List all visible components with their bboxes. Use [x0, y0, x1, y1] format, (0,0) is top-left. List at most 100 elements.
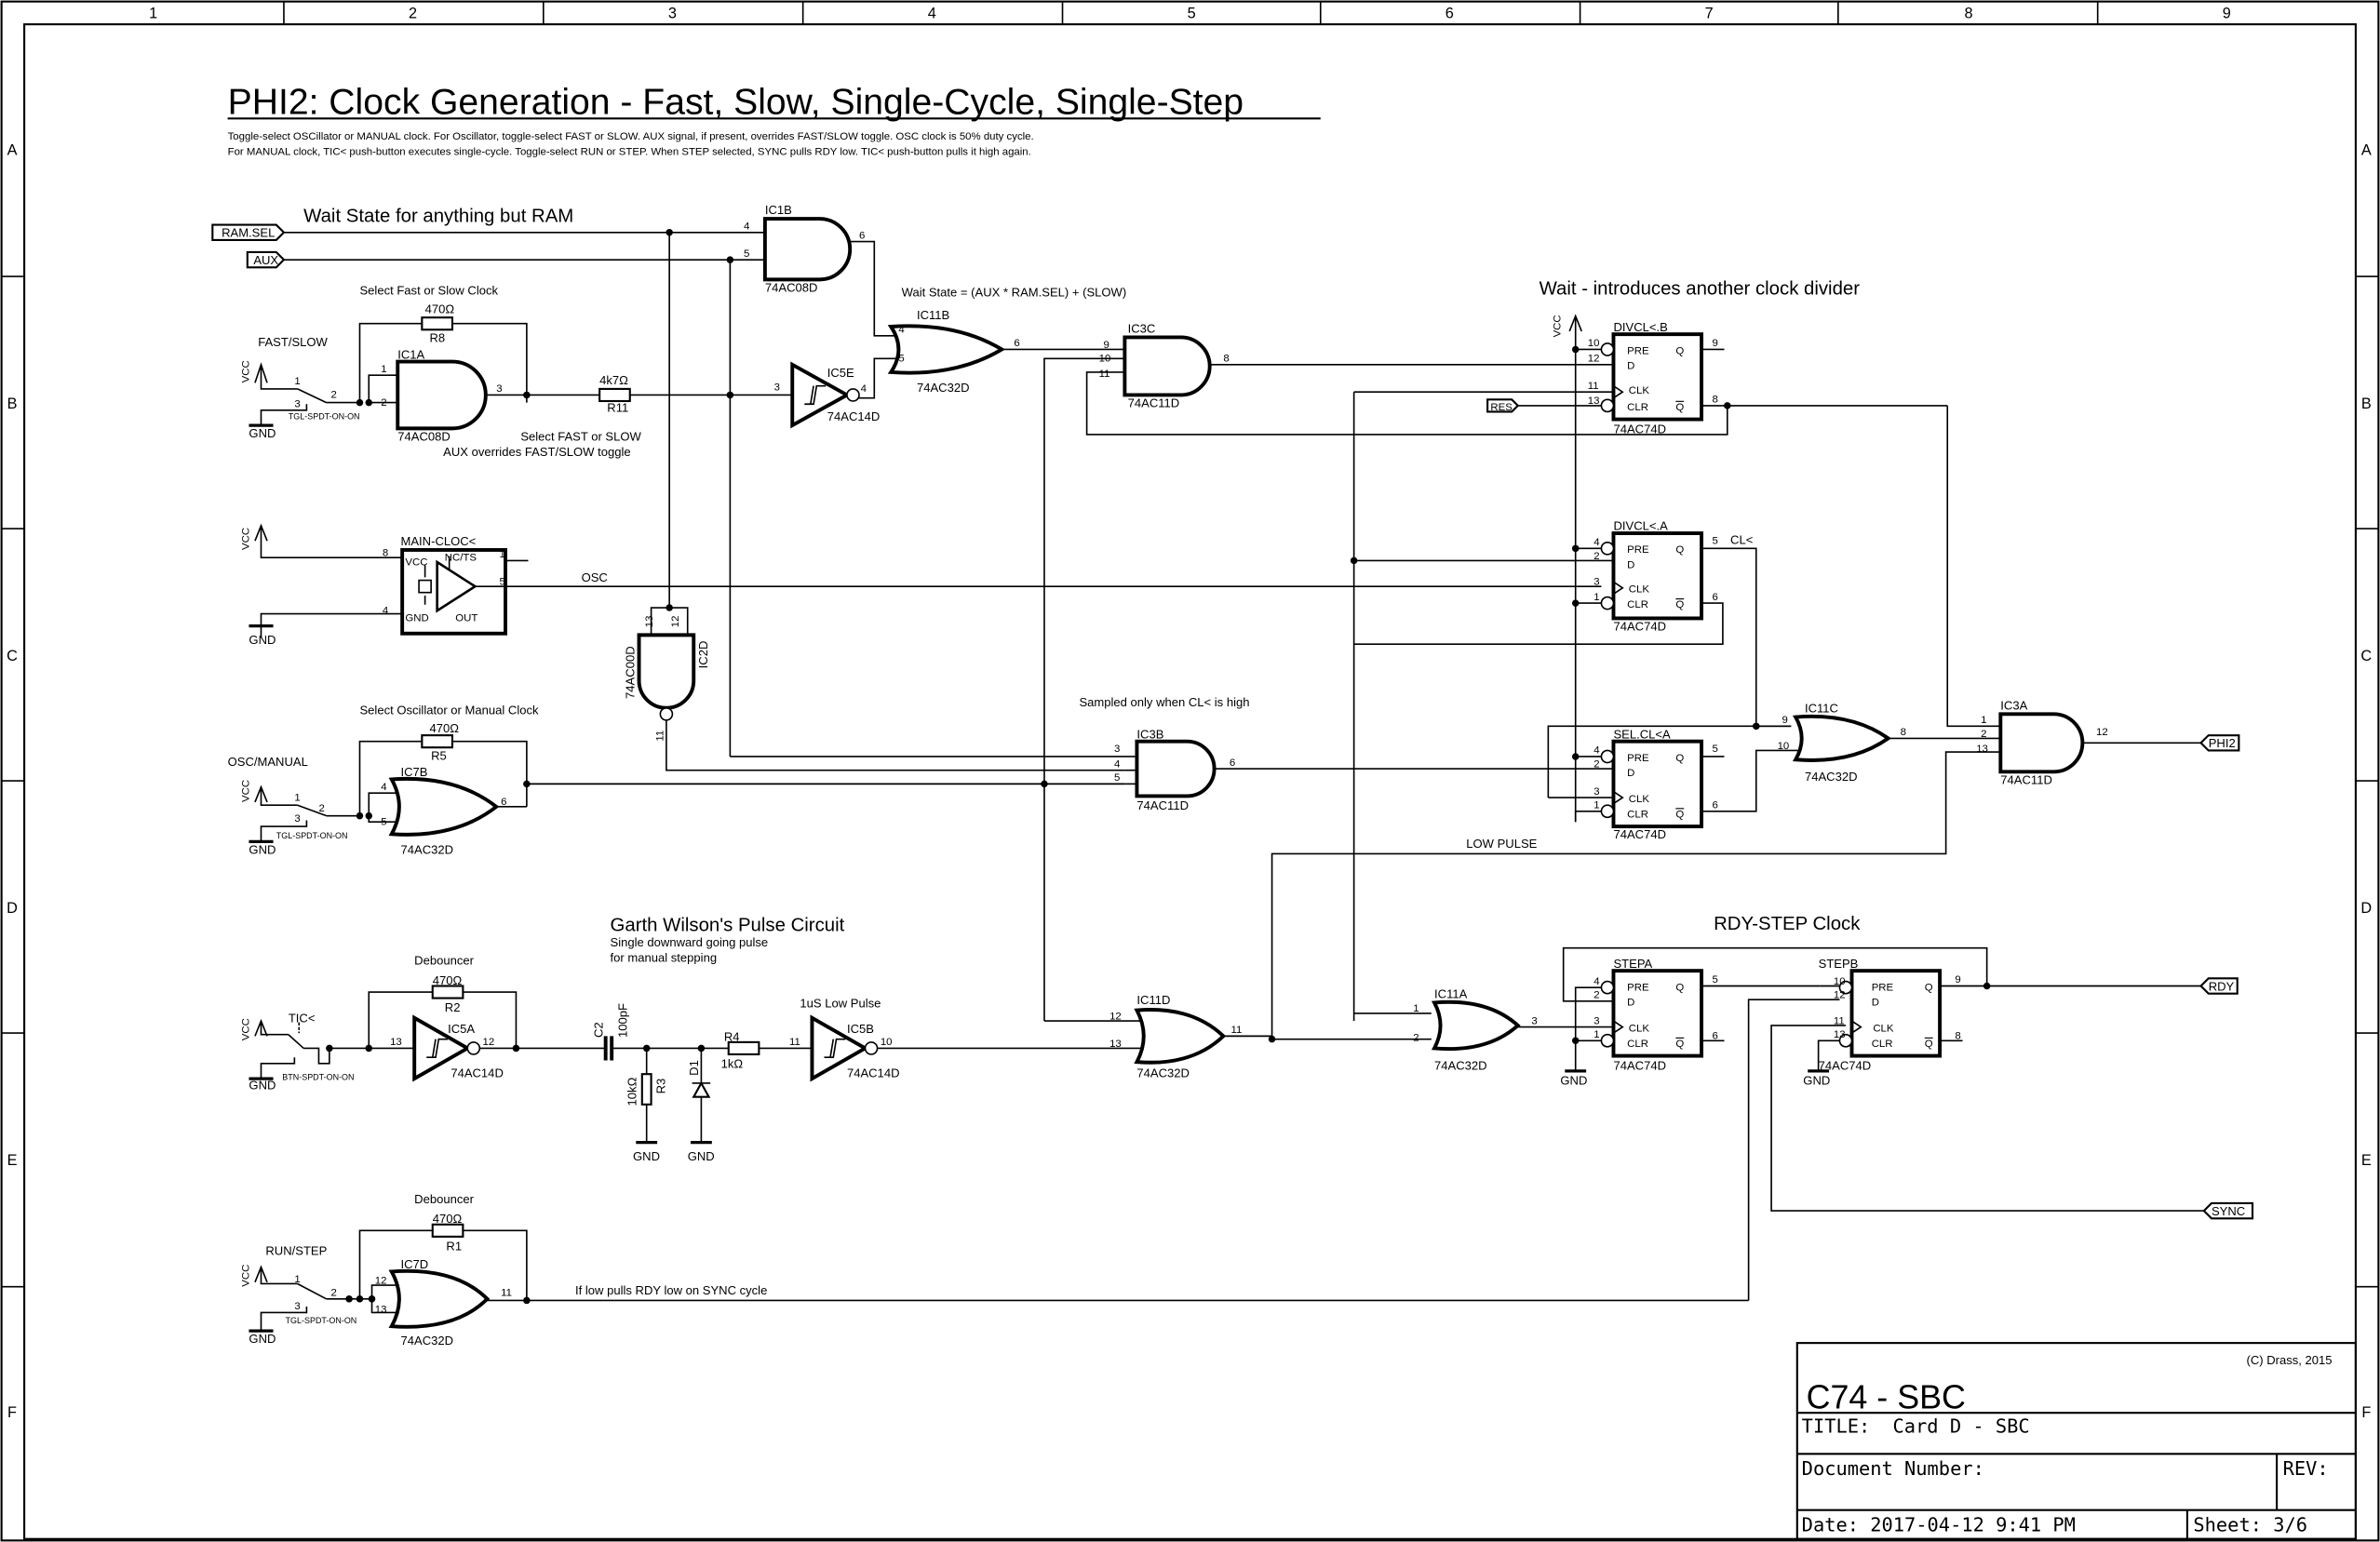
- row-label: A: [7, 142, 18, 159]
- col-label: 6: [1445, 6, 1454, 22]
- label: 13: [644, 616, 655, 628]
- port-rdy[interactable]: RDY: [2199, 977, 2239, 995]
- label: PRE: [1627, 753, 1649, 764]
- port-res[interactable]: RES: [1486, 398, 1520, 413]
- port-sync[interactable]: SYNC: [2202, 1201, 2254, 1220]
- label: 11: [1099, 369, 1110, 380]
- label: VCC: [240, 528, 251, 550]
- note-wait-divider: Wait - introduces another clock divider: [1540, 279, 1861, 300]
- label: IC5E: [827, 366, 854, 380]
- note-sampled: Sampled only when CL< is high: [1079, 695, 1249, 709]
- label: 2: [318, 803, 324, 814]
- label: TGL-SPDT-ON-ON: [276, 831, 348, 840]
- label: BTN-SPDT-ON-ON: [282, 1073, 354, 1082]
- label: 9: [1712, 338, 1717, 349]
- switch-run-step[interactable]: RUN/STEP VCC GND 123 TGL-SPDT-ON-ON: [240, 1243, 372, 1346]
- note-garth-sub: for manual stepping: [611, 950, 718, 964]
- label: Q: [1675, 982, 1684, 993]
- label: 74AC74D: [1819, 1058, 1872, 1072]
- label: 5: [1712, 744, 1717, 755]
- junction-dot: [1571, 345, 1580, 354]
- junction-dot: [326, 1044, 333, 1053]
- label: 4k7Ω: [599, 373, 628, 387]
- port-phi2[interactable]: PHI2: [2199, 734, 2240, 752]
- port-ram-sel[interactable]: RAM.SEL: [211, 223, 286, 241]
- title-block: (C) Drass, 2015 C74 - SBC TITLE: Card D …: [1795, 1342, 2357, 1540]
- note-select-fast-slow: Select Fast or Slow Clock: [359, 284, 498, 298]
- junction-dot: [1753, 722, 1760, 731]
- label: 74AC08D: [765, 280, 818, 294]
- label: 74AC32D: [1805, 770, 1858, 784]
- label: 1: [500, 549, 505, 560]
- label: 13: [1109, 1039, 1122, 1050]
- label: GND: [249, 633, 276, 647]
- label: 12: [483, 1037, 495, 1048]
- label: 8: [1223, 354, 1229, 365]
- label: 3: [774, 382, 780, 394]
- label: VCC: [405, 556, 427, 568]
- net-label-clk: CL<: [1730, 532, 1753, 546]
- label: 11: [1231, 1025, 1243, 1036]
- sheet-title: PHI2: Clock Generation - Fast, Slow, Sin…: [228, 82, 1244, 122]
- project-name: C74 - SBC: [1807, 1378, 1966, 1415]
- col-label: 1: [149, 6, 157, 22]
- label: D1: [687, 1060, 701, 1076]
- label: TIC<: [289, 1012, 316, 1026]
- label: 8: [1712, 395, 1717, 406]
- wire-group: [1, 1, 2379, 1288]
- label: 1: [1593, 592, 1599, 603]
- label: IC3B: [1136, 727, 1163, 741]
- label: SYNC: [2212, 1204, 2245, 1218]
- junction-dot: [666, 604, 673, 611]
- label: 4: [381, 782, 387, 793]
- pin-label-qn: Q: [1675, 402, 1684, 413]
- label: 9: [1955, 974, 1960, 986]
- label: D: [1872, 998, 1879, 1009]
- label: IC1B: [765, 203, 792, 217]
- switch-fast-slow[interactable]: FAST/SLOW VCC GND 123 TGL-SPDT-ON-ON: [240, 335, 359, 440]
- switch-osc-manual[interactable]: OSC/MANUAL VCC GND 123 TGL-SPDT-ON-ON: [228, 755, 360, 857]
- gate-ic2d: 74AC00D IC2D 13 12 11: [624, 616, 710, 742]
- label: GND: [249, 842, 276, 856]
- gate-ic11a: IC11A 74AC32D 123: [1413, 987, 1538, 1073]
- label: 12: [2096, 727, 2108, 738]
- label: 12: [670, 616, 681, 628]
- junction-dot: [356, 811, 364, 820]
- label: CLK: [1873, 1023, 1894, 1034]
- note-wait-equation: Wait State = (AUX * RAM.SEL) + (SLOW): [902, 285, 1127, 299]
- label: GND: [688, 1149, 715, 1163]
- wires: [283, 231, 905, 757]
- label: Q: [1675, 544, 1684, 556]
- label: STEPA: [1613, 957, 1652, 971]
- pin-label-qn: Q: [1675, 599, 1684, 610]
- junction-dot: [666, 229, 673, 236]
- label: D: [1627, 768, 1634, 779]
- label: PRE: [1627, 345, 1649, 356]
- junction-dot: [356, 398, 364, 407]
- label: RES: [1490, 402, 1513, 413]
- label: FAST/SLOW: [258, 335, 328, 349]
- label: CLK: [1629, 794, 1650, 805]
- junction-dot: [1983, 982, 1991, 990]
- switch-tick[interactable]: TIC< VCC GND BTN-SPDT-ON-ON: [240, 1012, 354, 1093]
- label: 12: [1834, 990, 1846, 1001]
- port-aux[interactable]: AUX: [246, 250, 286, 269]
- label: 4: [861, 383, 867, 395]
- label: 4: [383, 606, 389, 617]
- junction-dot: [512, 1044, 520, 1053]
- label: IC3A: [2000, 698, 2027, 712]
- net-label-low-pulse: LOW PULSE: [1466, 837, 1537, 851]
- label: 74AC74D: [1613, 827, 1666, 841]
- copyright: (C) Drass, 2015: [2246, 1353, 2332, 1367]
- label: NC/TS: [445, 552, 477, 563]
- wire-group: [1271, 742, 2201, 1039]
- label: 12: [1588, 354, 1600, 365]
- wire-group: [475, 559, 1602, 587]
- row-label: E: [7, 1152, 18, 1169]
- label: GND: [633, 1149, 660, 1163]
- label: IC11B: [917, 308, 950, 322]
